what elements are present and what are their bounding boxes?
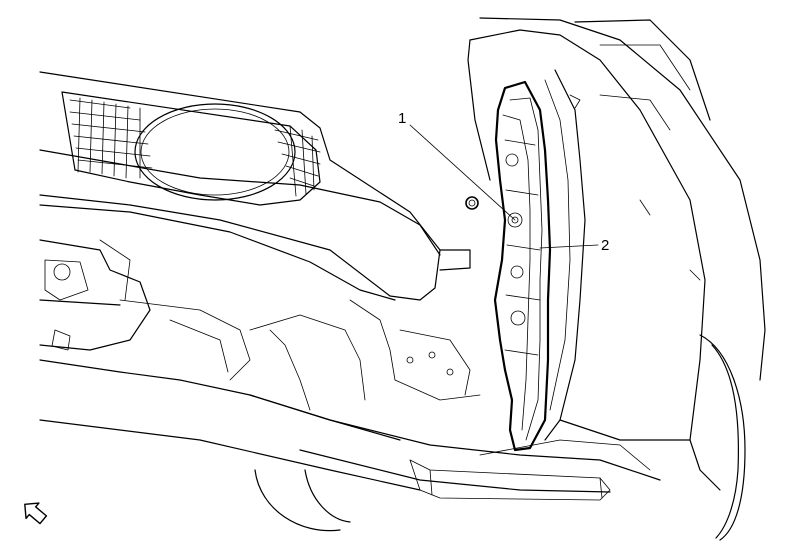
callout-2-label: 2 bbox=[601, 237, 609, 254]
honeycomb-grille bbox=[69, 97, 321, 197]
fastener-push-pin bbox=[465, 196, 479, 210]
underbody-shield bbox=[249, 394, 661, 501]
front-tire bbox=[254, 334, 746, 541]
deflector-bracket bbox=[493, 80, 552, 452]
callout-1-label: 1 bbox=[398, 110, 406, 127]
fog-lamp-lens bbox=[134, 103, 296, 201]
callout-2: 2 bbox=[539, 237, 609, 254]
callout-1: 1 bbox=[398, 110, 516, 221]
fog-lamp-bezel bbox=[39, 71, 441, 301]
lower-fascia bbox=[39, 204, 481, 491]
vehicle-body-side bbox=[467, 17, 766, 491]
front-direction-arrow-icon bbox=[24, 502, 48, 525]
